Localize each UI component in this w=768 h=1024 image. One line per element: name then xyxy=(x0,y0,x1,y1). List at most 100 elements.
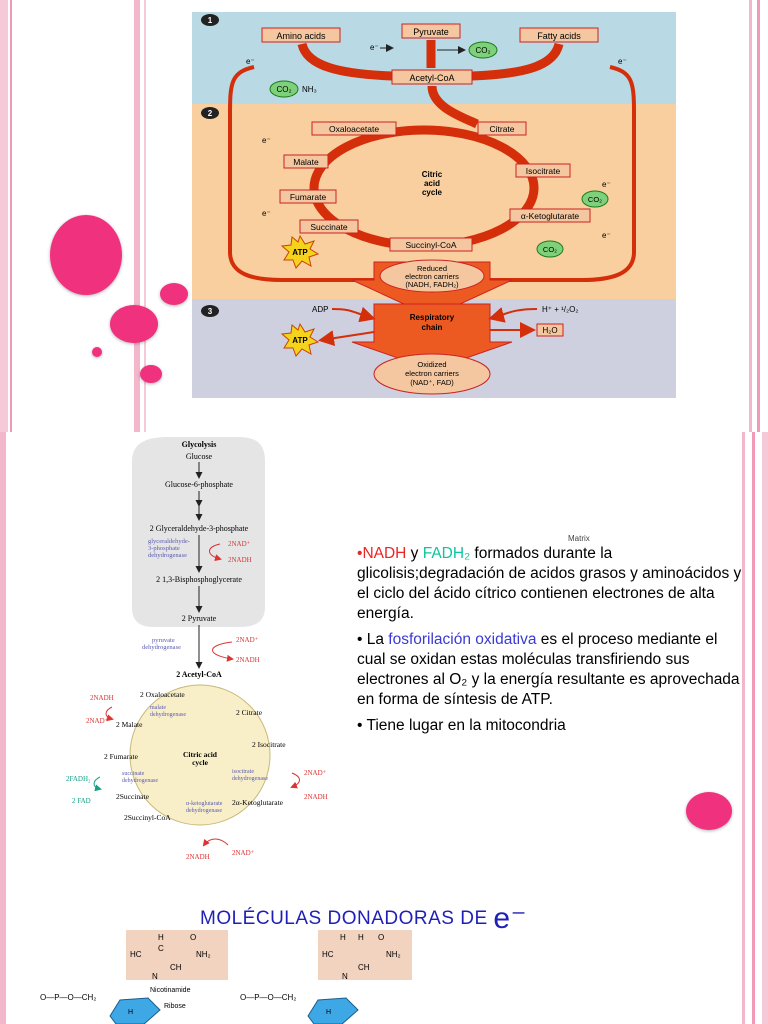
pdh-enzyme: pyruvate xyxy=(152,637,175,644)
cycle-metabolite: 2Succinyl-CoA xyxy=(124,813,171,822)
node-succinyl-coa xyxy=(389,237,473,252)
stripe xyxy=(757,0,760,432)
atom: NH₂ xyxy=(196,950,211,959)
node-pyruvate-label: Pyruvate xyxy=(413,27,449,37)
stripe xyxy=(10,0,12,432)
electron-label: e⁻ xyxy=(370,43,379,52)
node-succinate xyxy=(299,219,359,234)
atom: H xyxy=(358,933,364,942)
isocitrate-dh: dehydrogenase xyxy=(232,776,268,782)
bullet-1-mark: • xyxy=(357,545,363,562)
decor-circle xyxy=(50,215,122,295)
atom: H xyxy=(158,933,164,942)
atp-burst xyxy=(280,322,320,357)
node-fatty-acids xyxy=(519,27,599,43)
node-citrate-label: Citrate xyxy=(489,124,514,134)
co2-label: CO₂ xyxy=(543,245,557,254)
atom: NH₂ xyxy=(386,950,401,959)
malate-dh: malate xyxy=(150,705,166,711)
node-amino-acids xyxy=(261,27,341,43)
h2o-label: H₂O xyxy=(542,326,557,335)
phosphate-chain: O—P—O—CH₂ xyxy=(240,993,296,1002)
cycle-circle xyxy=(129,684,271,826)
resp-chain-label-2: chain xyxy=(422,323,443,332)
arrow-fatty-to-acetyl xyxy=(471,42,564,81)
node-isocitrate xyxy=(515,163,571,178)
nadh-term: NADH xyxy=(362,545,407,562)
node-acetyl-coa-label: Acetyl-CoA xyxy=(409,73,454,83)
cellular-respiration-diagram: 1 2 3 Amino acids Pyruvate Fatty acids A… xyxy=(192,12,676,398)
slide-1: 1 2 3 Amino acids Pyruvate Fatty acids A… xyxy=(0,0,768,432)
nicotinamide-label: Nicotinamide xyxy=(150,987,191,994)
bullet-1: •NADH y FADH₂ formados durante la glicol… xyxy=(357,544,742,624)
node-ketoglutarate-label: α-Ketoglutarate xyxy=(521,211,580,221)
electron-loop-left xyxy=(228,65,377,282)
atom: N xyxy=(342,972,348,981)
stripe xyxy=(742,432,745,1024)
decor-circle xyxy=(160,283,188,305)
fosforilacion-term: fosforilación oxidativa xyxy=(388,631,537,648)
glycolysis-nadh: 2NADH xyxy=(228,556,252,564)
node-oxaloacetate xyxy=(311,121,397,136)
electron-label: e⁻ xyxy=(246,57,255,66)
malate-dh: dehydrogenase xyxy=(150,712,186,718)
node-oxidized-carriers xyxy=(373,353,491,395)
co2-label: CO₂ xyxy=(276,85,291,94)
step-1-label: 1 xyxy=(208,16,213,25)
gapdh-enzyme: glyceraldehyde- xyxy=(148,538,190,545)
cofactor-fadh2: 2FADH₂ xyxy=(66,775,91,783)
step-2-label: 2 xyxy=(208,109,213,118)
reduced-label-2: electron carriers xyxy=(405,272,459,281)
glycolysis-step: Glucose-6-phosphate xyxy=(165,480,233,489)
node-oxaloacetate-label: Oxaloacetate xyxy=(329,124,379,134)
akg-dh: α-ketoglutarate xyxy=(186,801,223,807)
node-isocitrate-label: Isocitrate xyxy=(526,166,561,176)
fadh2-term: FADH₂ xyxy=(422,545,471,562)
atp-burst xyxy=(280,234,320,269)
atom: HC xyxy=(130,950,142,959)
cycle-metabolite: 2 Fumarate xyxy=(104,752,139,761)
gapdh-enzyme: dehydrogenase xyxy=(148,552,187,559)
co2-bubble xyxy=(468,41,498,59)
node-citrate xyxy=(477,121,527,136)
bullet-list: •NADH y FADH₂ formados durante la glicol… xyxy=(357,544,742,742)
glycolysis-step: 2 1,3-Bisphosphoglycerate xyxy=(156,575,242,584)
molecules-title: MOLÉCULAS DONADORAS DE e⁻ xyxy=(200,897,527,935)
cycle-metabolite: 2 Citrate xyxy=(236,708,263,717)
cofactor-nadh: 2NADH xyxy=(304,793,328,801)
step-number-3: 3 xyxy=(201,305,219,317)
reduced-label-3: (NADH, FADH₂) xyxy=(405,280,459,289)
node-ketoglutarate xyxy=(509,208,591,223)
ribose-label: Ribose xyxy=(164,1003,186,1010)
cofactor-nad: 2NAD⁺ xyxy=(304,769,327,777)
cycle-title-1: Citric xyxy=(422,170,443,179)
pdh-nadh: 2NADH xyxy=(236,656,260,664)
electron-label: e⁻ xyxy=(618,57,627,66)
gapdh-enzyme: 3-phosphate xyxy=(148,545,180,552)
node-amino-acids-label: Amino acids xyxy=(276,31,326,41)
atom: N xyxy=(152,972,158,981)
node-succinate-label: Succinate xyxy=(310,222,348,232)
electron-label: e⁻ xyxy=(262,136,271,145)
stripe xyxy=(144,0,146,432)
node-fatty-acids-label: Fatty acids xyxy=(537,31,581,41)
stripe xyxy=(762,432,768,1024)
succinate-dh: dehydrogenase xyxy=(122,778,158,784)
electron-label: e⁻ xyxy=(602,180,611,189)
bullet-2: • La fosforilación oxidativa es el proce… xyxy=(357,630,742,710)
stripe xyxy=(752,432,755,1024)
oxidized-label-3: (NAD⁺, FAD) xyxy=(410,378,454,387)
nicotinamide-box xyxy=(126,930,228,980)
step-3-label: 3 xyxy=(208,307,213,316)
atom: O xyxy=(190,933,196,942)
bullet-1-conj: y xyxy=(406,545,423,562)
decor-circle xyxy=(110,305,158,343)
electron-label: e⁻ xyxy=(262,209,271,218)
stripe xyxy=(0,0,8,432)
co2-label: CO₂ xyxy=(588,195,602,204)
cycle-metabolite: 2α-Ketoglutarate xyxy=(232,798,284,807)
glycolysis-step: 2 Pyruvate xyxy=(182,614,217,623)
succinate-dh: succinate xyxy=(122,771,145,777)
nicotinamide-box xyxy=(318,930,412,980)
electron-symbol: e⁻ xyxy=(493,902,527,935)
